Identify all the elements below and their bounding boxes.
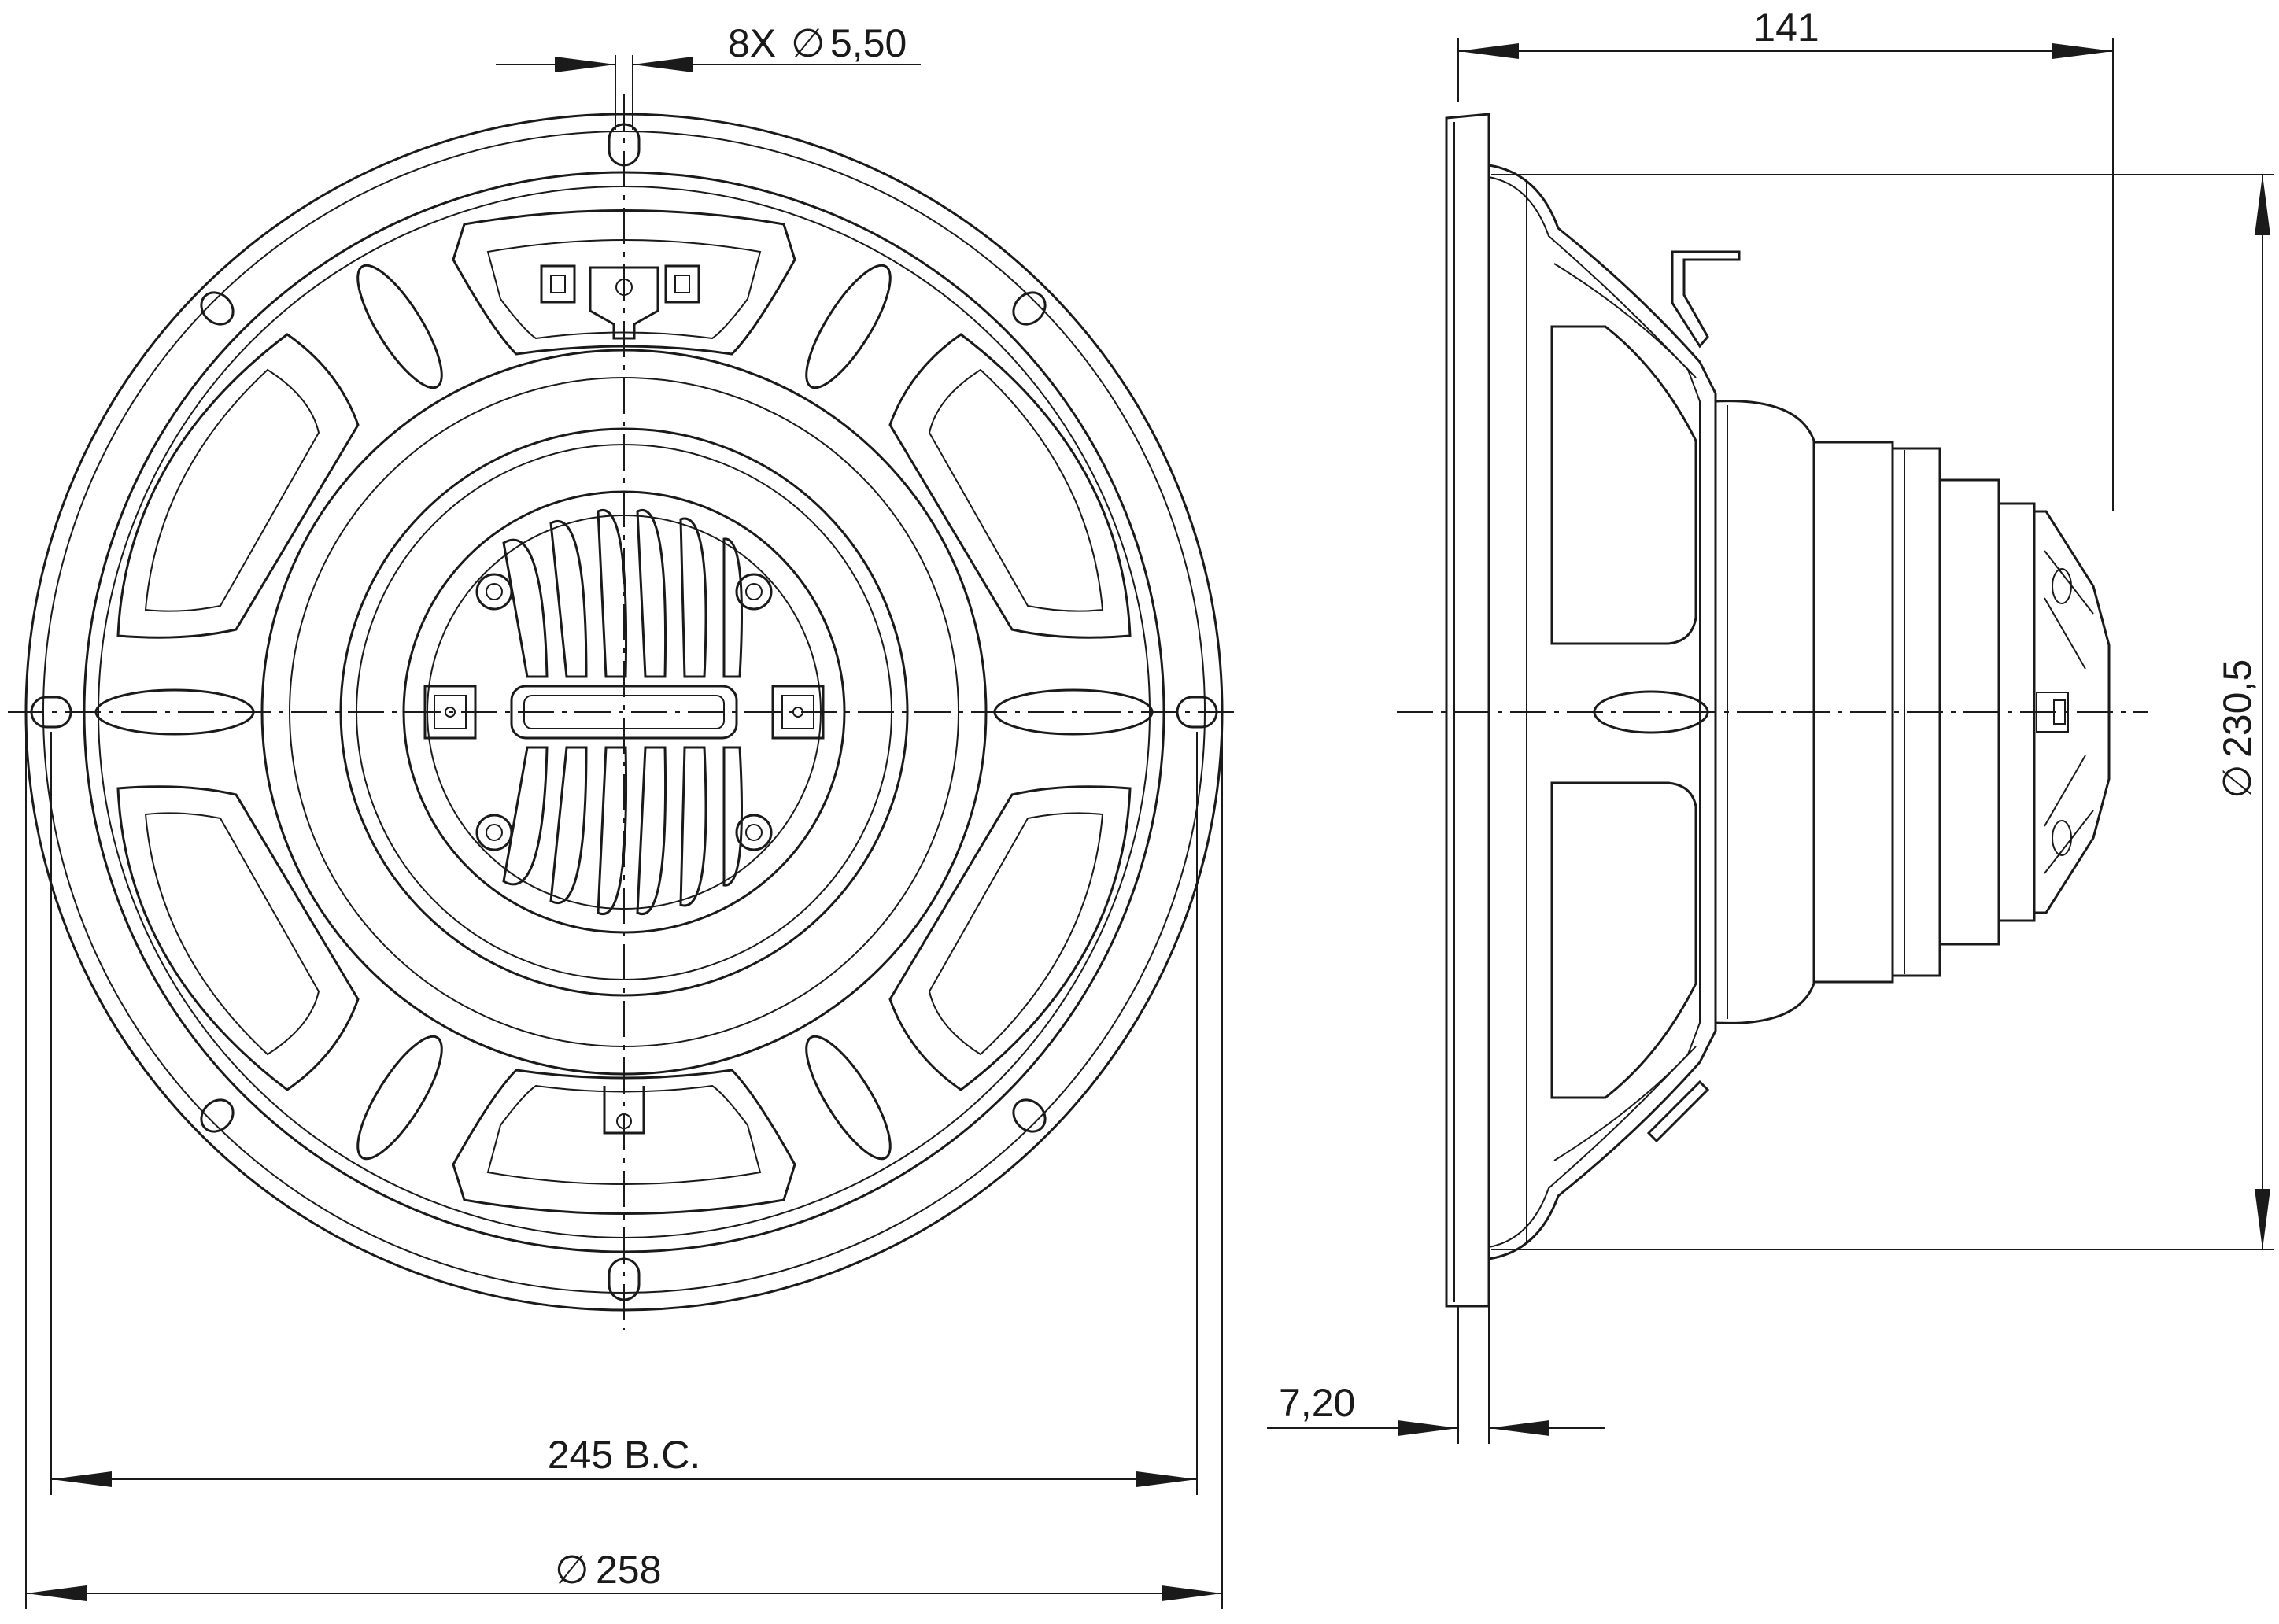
side-terminal [1671,250,1741,349]
frame-slot [805,264,892,389]
diameter-symbol: ∅ [791,21,826,65]
diameter-symbol: ∅ [2215,764,2259,799]
side-flange [1445,113,1490,1308]
magnet-ring [339,427,909,997]
dimension-bolt-circle: 245 B.C. [50,732,1198,1495]
flange-thickness-label: 7,20 [1279,1381,1355,1425]
frame-slot [94,688,255,736]
motor-screws [475,573,773,851]
side-view [1397,113,2148,1308]
mounting-hole [1012,1098,1047,1133]
frame-diameter-label: 230,5 [2215,659,2259,758]
dimension-holes: 8X ∅ 5,50 [496,21,921,130]
side-window [1550,325,1697,645]
magnet-stack [1714,400,1815,1024]
mounting-hole [200,291,235,326]
bolt-circle-label: 245 B.C. [548,1433,701,1477]
side-window [1550,781,1697,1099]
diameter-symbol: ∅ [555,1548,589,1592]
rear-heatsink [2033,510,2111,914]
dimension-flange-thickness: 7,20 [1267,1306,1605,1444]
frame-slot [356,264,443,389]
holes-count-label: 8X [728,21,776,65]
mounting-hole [200,1098,235,1133]
holes-diameter-label: 5,50 [830,21,907,65]
outer-diameter-label: 258 [596,1548,661,1592]
dimension-outer-diameter: ∅ 258 [25,732,1223,1609]
side-terminal [1646,1080,1710,1143]
dimension-frame-diameter: ∅ 230,5 [1491,174,2274,1250]
terminal-block [540,264,700,340]
depth-label: 141 [1753,6,1819,50]
frame-slot [805,1035,892,1161]
front-view [8,94,1236,1330]
heatsink-fins [502,508,743,916]
mounting-hole [1012,291,1047,326]
dimension-depth: 141 [1457,6,2114,511]
frame-slot [356,1035,443,1161]
